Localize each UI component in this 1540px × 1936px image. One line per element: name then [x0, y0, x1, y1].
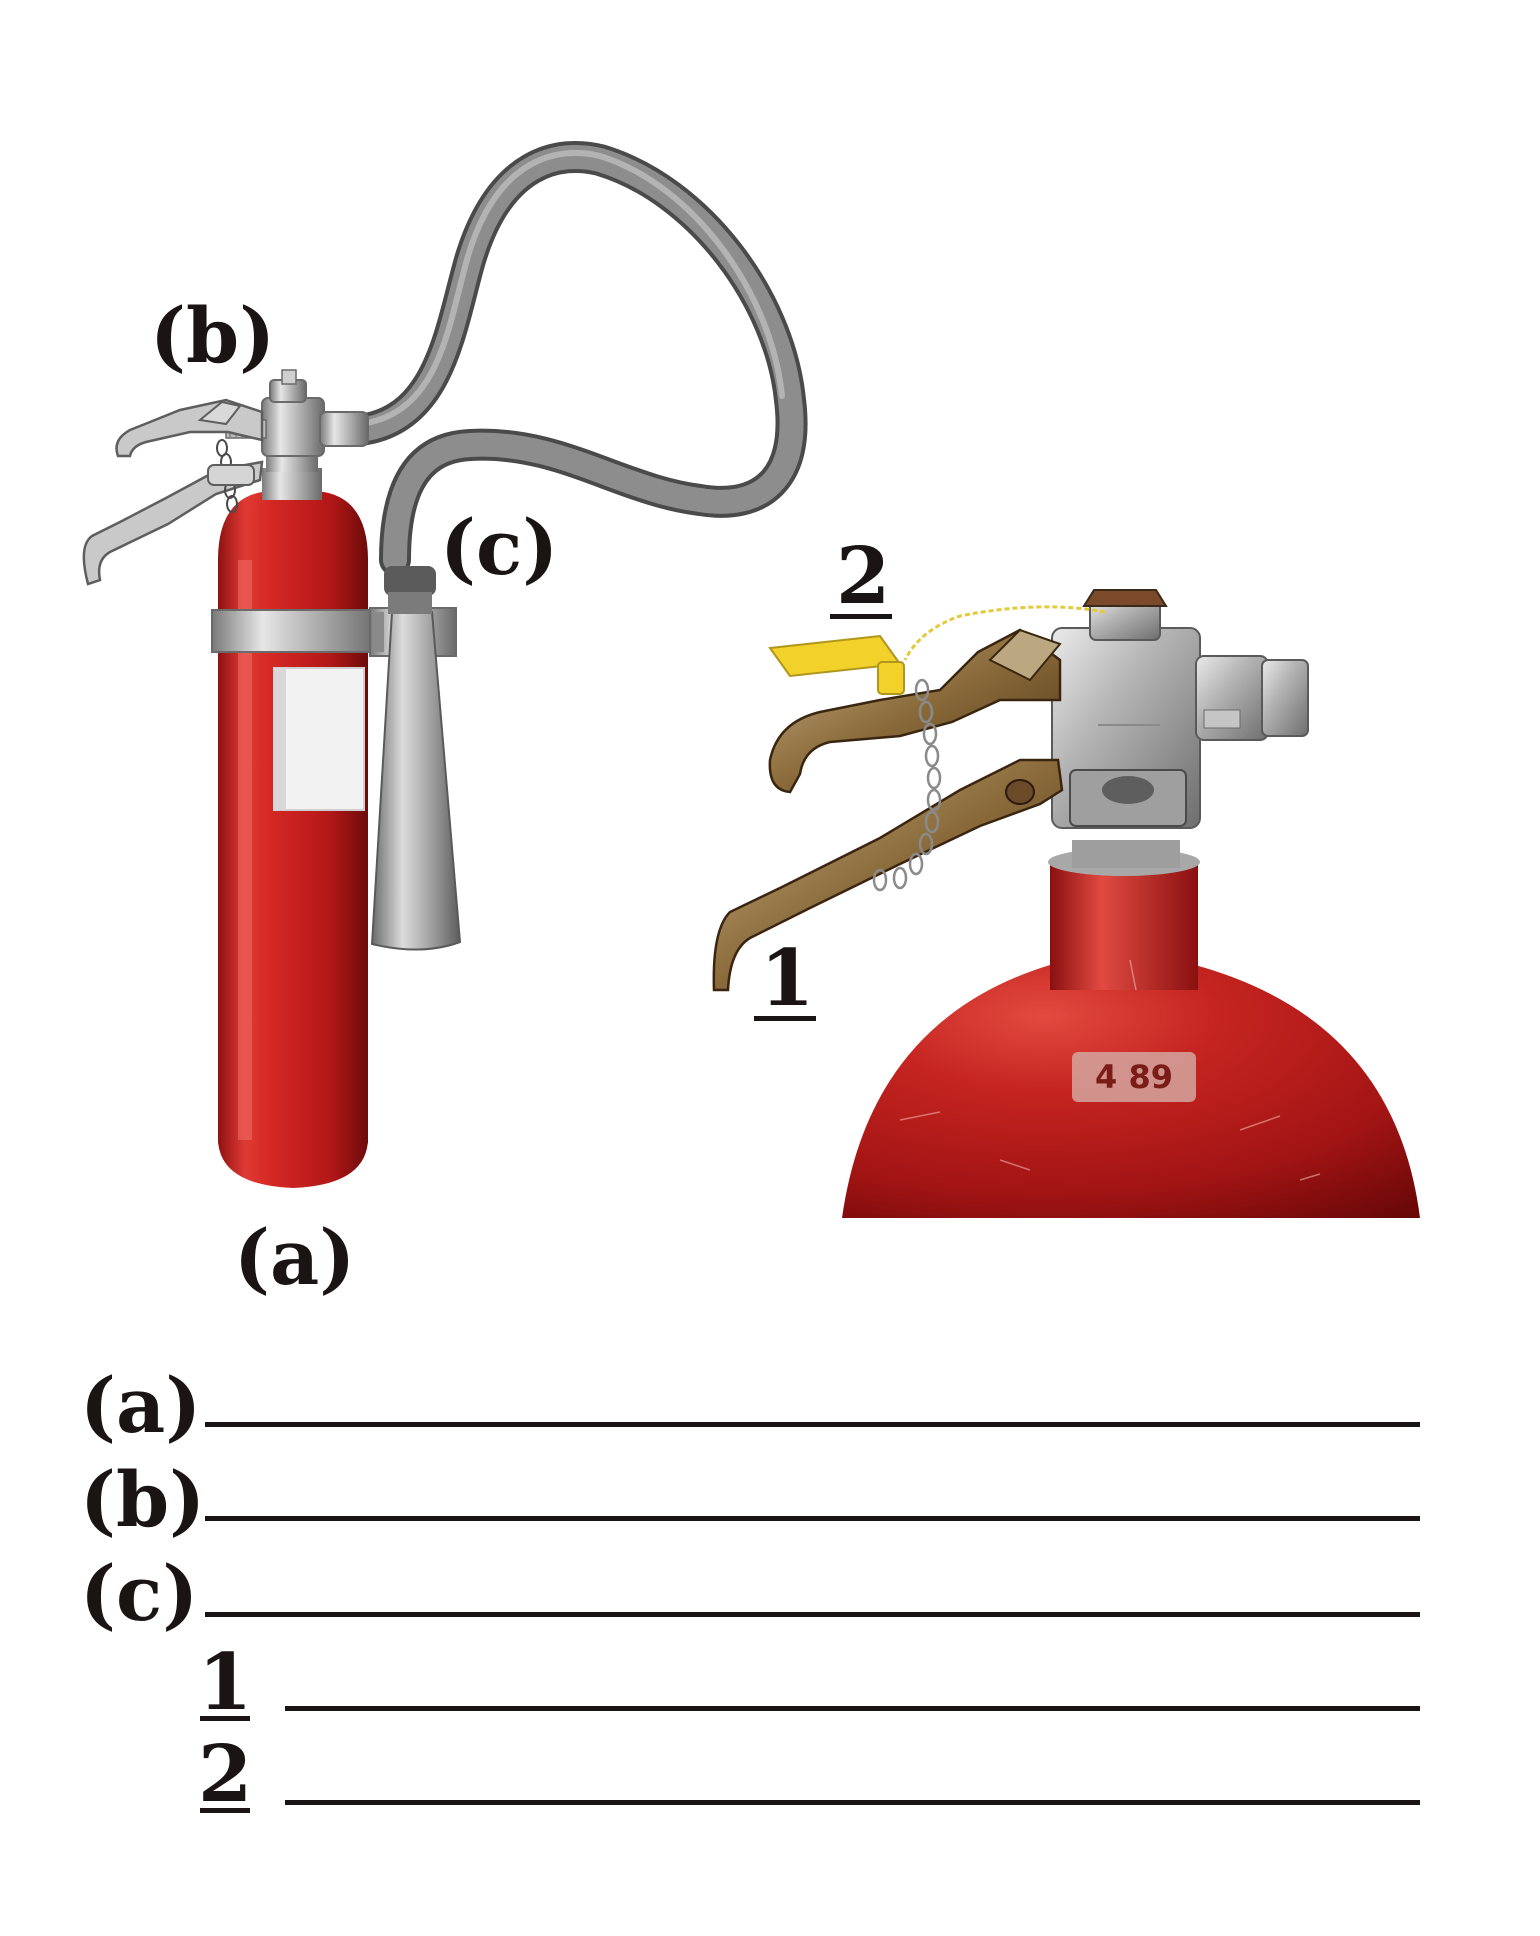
- answer-line-1[interactable]: [285, 1706, 1420, 1711]
- answer-label-1: 1: [198, 1637, 253, 1728]
- label-2: 2: [836, 531, 891, 622]
- answer-line-2[interactable]: [285, 1800, 1420, 1805]
- answer-label-2-underline: [200, 1808, 250, 1813]
- answer-label-2: 2: [198, 1729, 253, 1820]
- answer-line-a[interactable]: [205, 1422, 1420, 1427]
- answer-label-a: (a): [80, 1361, 202, 1450]
- discharge-horn: [370, 611, 462, 951]
- label-a: (a): [234, 1213, 356, 1302]
- photo-tamper-seal-wire: [903, 605, 1106, 661]
- photo-chain: [872, 678, 942, 892]
- photo-stamp-plate: [1072, 1052, 1196, 1102]
- label-b: (b): [150, 291, 276, 380]
- label-1-underline: [754, 1016, 816, 1021]
- photo-stamp-text: 4 89: [1095, 1058, 1173, 1096]
- label-1: 1: [760, 933, 815, 1024]
- answer-line-c[interactable]: [205, 1612, 1420, 1617]
- label-c: (c): [440, 503, 559, 592]
- label-2-underline: [830, 614, 892, 619]
- mounting-band: [211, 609, 381, 653]
- photo-cylinder-neck: [1050, 860, 1198, 990]
- lower-lever: [82, 460, 264, 586]
- answer-label-c: (c): [80, 1549, 199, 1638]
- answer-label-b: (b): [80, 1455, 206, 1544]
- photo-upper-handle: [768, 628, 1062, 794]
- answer-line-b[interactable]: [205, 1516, 1420, 1521]
- photo-lower-lever: [712, 758, 1064, 992]
- answer-label-1-underline: [200, 1716, 250, 1721]
- cylinder-label-plate: [273, 667, 365, 811]
